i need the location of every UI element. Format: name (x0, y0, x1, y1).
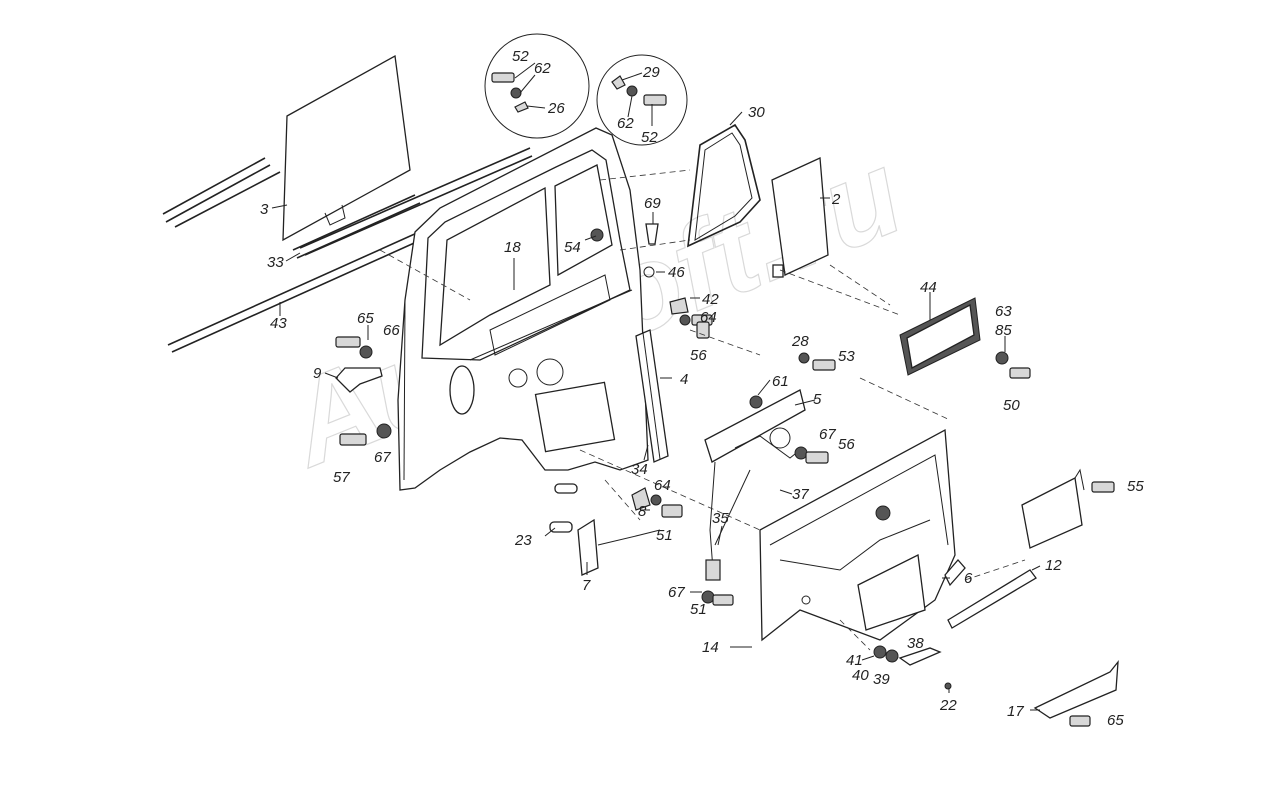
callout-label: 29 (642, 64, 660, 81)
callout-label: 52 (512, 48, 529, 65)
callout-label: 17 (1007, 703, 1024, 720)
callout-label: 67 (668, 584, 685, 601)
screw-57 (339, 433, 367, 446)
callout-label: 53 (838, 348, 855, 365)
screw-65 (335, 336, 361, 348)
fasteners-lower (701, 590, 734, 606)
callout-label: 56 (838, 436, 855, 453)
fasteners-right (798, 351, 1115, 493)
callout-label: 37 (792, 486, 809, 503)
callout-label: 85 (995, 322, 1012, 339)
assembly-lines (379, 169, 1026, 651)
callout-label: 9 (313, 365, 322, 382)
callout-label: 62 (534, 60, 551, 77)
callout-label: 33 (267, 254, 284, 271)
inner-trim-panel (759, 428, 956, 642)
window-rail (635, 329, 669, 463)
lock-mechanism (549, 487, 683, 576)
vent-window-seal (687, 123, 761, 248)
hinge-cluster (669, 297, 713, 339)
callout-label: 50 (1003, 397, 1020, 414)
callout-label: 66 (383, 322, 400, 339)
callout-label: 26 (547, 100, 565, 117)
callout-label: 4 (680, 371, 688, 388)
callout-label: 56 (690, 347, 707, 364)
callout-label: 34 (631, 461, 648, 478)
callout-label: 7 (582, 577, 591, 594)
circle-left-parts (491, 62, 546, 113)
pin-part (645, 223, 659, 245)
callout-label: 65 (1107, 712, 1124, 729)
callout-label: 69 (644, 195, 661, 212)
detail-circle-left (484, 33, 590, 139)
callout-label: 39 (873, 671, 890, 688)
armrest-rail (947, 569, 1037, 629)
callout-label: 57 (333, 469, 350, 486)
callout-label: 43 (270, 315, 287, 332)
callout-label: 64 (700, 309, 717, 326)
glass-pane (282, 54, 411, 242)
glass-run-strips (162, 147, 533, 353)
callout-label: 2 (831, 191, 841, 208)
callout-label: 42 (702, 291, 719, 308)
speaker-box (899, 297, 981, 376)
callout-label: 28 (791, 333, 809, 350)
circle-right-parts (611, 72, 667, 126)
callout-label: 55 (1127, 478, 1144, 495)
callout-label: 35 (712, 510, 729, 527)
callout-label: 52 (641, 129, 658, 146)
callout-label: 6 (964, 570, 973, 587)
callout-label: 38 (907, 635, 924, 652)
vent-glass (771, 157, 829, 276)
leader-lines (271, 111, 1041, 711)
detail-circle-right (596, 54, 688, 146)
callout-label: 61 (772, 373, 789, 390)
callout-label: 3 (260, 201, 269, 218)
outer-handle (335, 367, 383, 393)
ring-part (643, 266, 655, 278)
inner-handle (873, 559, 966, 690)
door-frame (397, 127, 649, 494)
callout-label: 63 (995, 303, 1012, 320)
callout-label: 18 (504, 239, 521, 256)
callout-label: 30 (748, 104, 765, 121)
callout-label: 62 (617, 115, 634, 132)
callout-label: 8 (638, 503, 647, 520)
armrest (1033, 659, 1119, 727)
callout-label: 22 (939, 697, 957, 714)
callout-label: 46 (668, 264, 685, 281)
callout-label: 67 (374, 449, 391, 466)
callout-label: 41 (846, 652, 863, 669)
callout-label: 67 (819, 426, 836, 443)
callout-label: 23 (514, 532, 532, 549)
callout-label: 12 (1045, 557, 1062, 574)
callout-label: 64 (654, 477, 671, 494)
callout-label: 5 (813, 391, 822, 408)
callout-label: 14 (702, 639, 719, 656)
callout-label: 44 (920, 279, 937, 296)
callout-label: 51 (690, 601, 707, 618)
callout-label: 51 (656, 527, 673, 544)
callout-label: 65 (357, 310, 374, 327)
armrest-cover (1021, 477, 1083, 549)
callout-label: 40 (852, 667, 869, 684)
callout-label: 54 (564, 239, 581, 256)
